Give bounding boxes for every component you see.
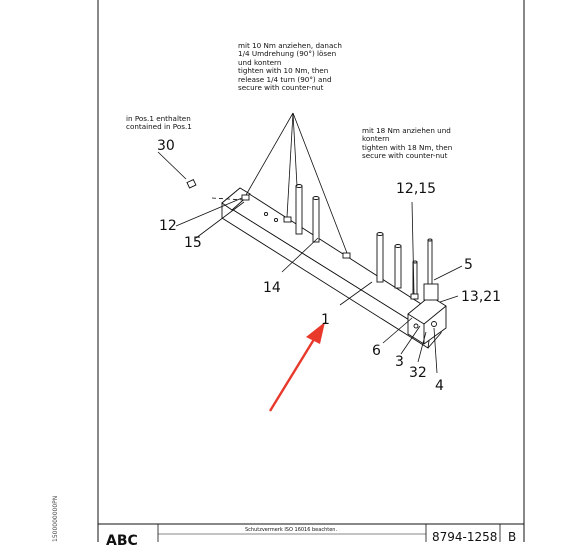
callout-5: 5 bbox=[464, 257, 473, 273]
callout-12-15: 12,15 bbox=[396, 181, 437, 197]
side-code: 1500000000PN bbox=[52, 495, 59, 542]
callout-3: 3 bbox=[395, 354, 404, 370]
protection-note: Schutzvermerk ISO 16016 beachten. bbox=[245, 527, 338, 533]
callout-15: 15 bbox=[184, 235, 202, 251]
callout-14: 14 bbox=[263, 280, 281, 296]
leader-lines bbox=[157, 112, 463, 374]
company-logo: ABC bbox=[106, 533, 138, 549]
note-torque-10nm: mit 10 Nm anziehen, danach 1/4 Umdrehung… bbox=[238, 41, 342, 93]
red-arrow bbox=[268, 322, 325, 412]
callout-13-21: 13,21 bbox=[461, 289, 502, 305]
drawing-number: 8794-1258 bbox=[432, 530, 498, 544]
callout-12: 12 bbox=[159, 218, 177, 234]
fasteners bbox=[186, 178, 419, 300]
revision-letter: B bbox=[508, 530, 517, 544]
callout-4: 4 bbox=[435, 378, 444, 394]
note-contained-in-pos1: in Pos.1 enthalten contained in Pos.1 bbox=[126, 114, 192, 132]
end-block-right bbox=[407, 283, 447, 345]
callout-30: 30 bbox=[157, 138, 175, 154]
note-torque-18nm: mit 18 Nm anziehen und kontern tighten w… bbox=[362, 126, 453, 161]
callout-32: 32 bbox=[409, 365, 427, 381]
callout-6: 6 bbox=[372, 343, 381, 359]
callout-1: 1 bbox=[321, 312, 330, 328]
